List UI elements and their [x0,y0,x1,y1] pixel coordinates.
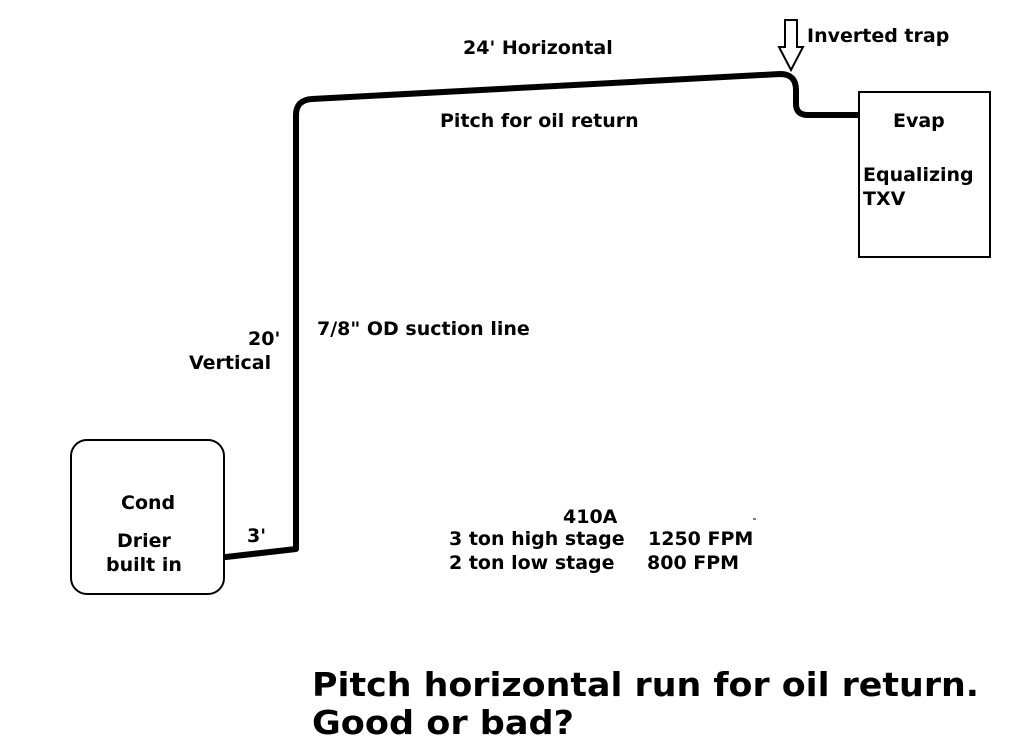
evaporator-box [858,91,991,258]
question-line-2: Good or bad? [312,703,574,742]
high-stage-fpm: 1250 FPM [648,528,753,550]
vertical-length-label: 20' [248,328,280,350]
horizontal-run-label: 24' Horizontal [463,37,613,59]
suction-line-label: 7/8" OD suction line [317,318,530,340]
inverted-trap-label: Inverted trap [807,25,949,47]
evap-equalizing: Equalizing [863,164,974,186]
evap-title: Evap [893,110,945,132]
cond-drier: Drier [117,530,172,552]
pitch-note-label: Pitch for oil return [440,110,639,132]
vertical-word-label: Vertical [189,352,271,374]
question-line-1: Pitch horizontal run for oil return. [312,665,979,704]
high-stage-label: 3 ton high stage [449,528,625,550]
cond-built-in: built in [106,554,182,576]
condenser-box [70,439,225,595]
refrigerant-label: 410A [563,506,618,528]
evap-txv: TXV [863,188,906,210]
low-stage-fpm: 800 FPM [647,552,739,574]
cond-title: Cond [121,492,175,514]
down-arrow-icon [777,19,805,73]
low-stage-label: 2 ton low stage [449,552,615,574]
short-run-label: 3' [247,525,266,547]
suction-line-pipe [223,71,863,560]
